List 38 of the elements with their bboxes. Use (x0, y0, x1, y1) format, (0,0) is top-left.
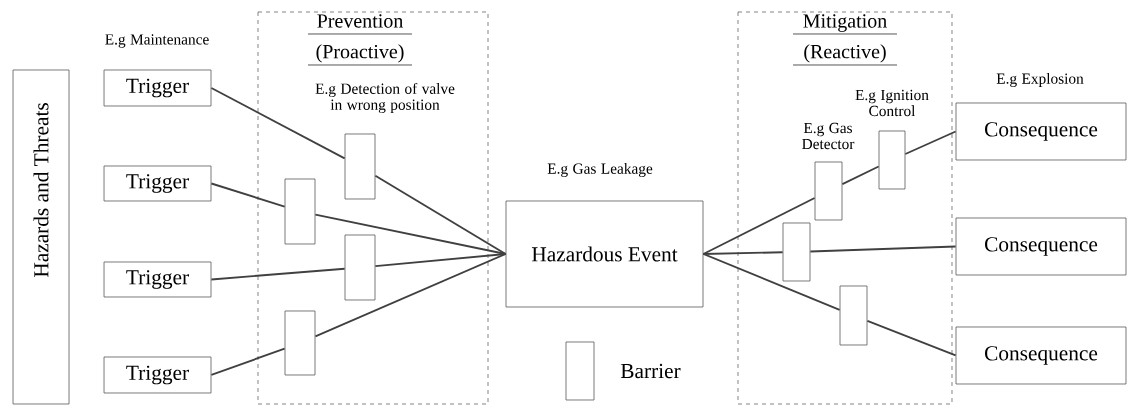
example-label: E.g Gas Leakage (547, 163, 653, 177)
connector-line (210, 347, 286, 376)
process-box: Consequence (955, 102, 1127, 161)
barrier-box (878, 130, 906, 190)
barrier-box (344, 133, 376, 200)
barrier-box (814, 161, 843, 221)
process-box: Consequence (955, 326, 1127, 385)
connector-line (702, 197, 816, 255)
event-box: Hazardous Event (505, 200, 704, 308)
connector-line (702, 253, 841, 311)
example-label: E.g Gas Detector (802, 122, 855, 150)
connector-line (866, 320, 957, 357)
side-box: Hazards and Threats (12, 69, 70, 405)
connector-line (809, 245, 957, 253)
example-label: E.g Ignition Control (855, 89, 929, 117)
example-label: E.g Maintenance (105, 34, 209, 48)
legend-label: Barrier (620, 363, 681, 379)
connector-line (314, 253, 507, 338)
connector-line (374, 253, 507, 267)
process-box: Consequence (955, 217, 1127, 276)
example-label: E.g Explosion (996, 73, 1084, 87)
connector-line (210, 182, 286, 208)
barrier-box (782, 222, 811, 282)
barrier-box (344, 234, 376, 301)
example-label: E.g Detection of valve in wrong position (315, 82, 455, 114)
barrier-box (839, 285, 868, 346)
connector-line (210, 87, 346, 160)
connector-line (702, 251, 784, 255)
connector-line (904, 130, 957, 155)
connector-line (374, 174, 507, 255)
process-box: Trigger (103, 261, 212, 298)
barrier-box (284, 310, 316, 376)
connector-line (841, 165, 880, 186)
process-box: Trigger (103, 69, 212, 107)
process-box: Trigger (103, 356, 212, 394)
process-box: Trigger (103, 165, 212, 202)
barrier-box (284, 178, 316, 245)
connector-line (210, 267, 346, 281)
